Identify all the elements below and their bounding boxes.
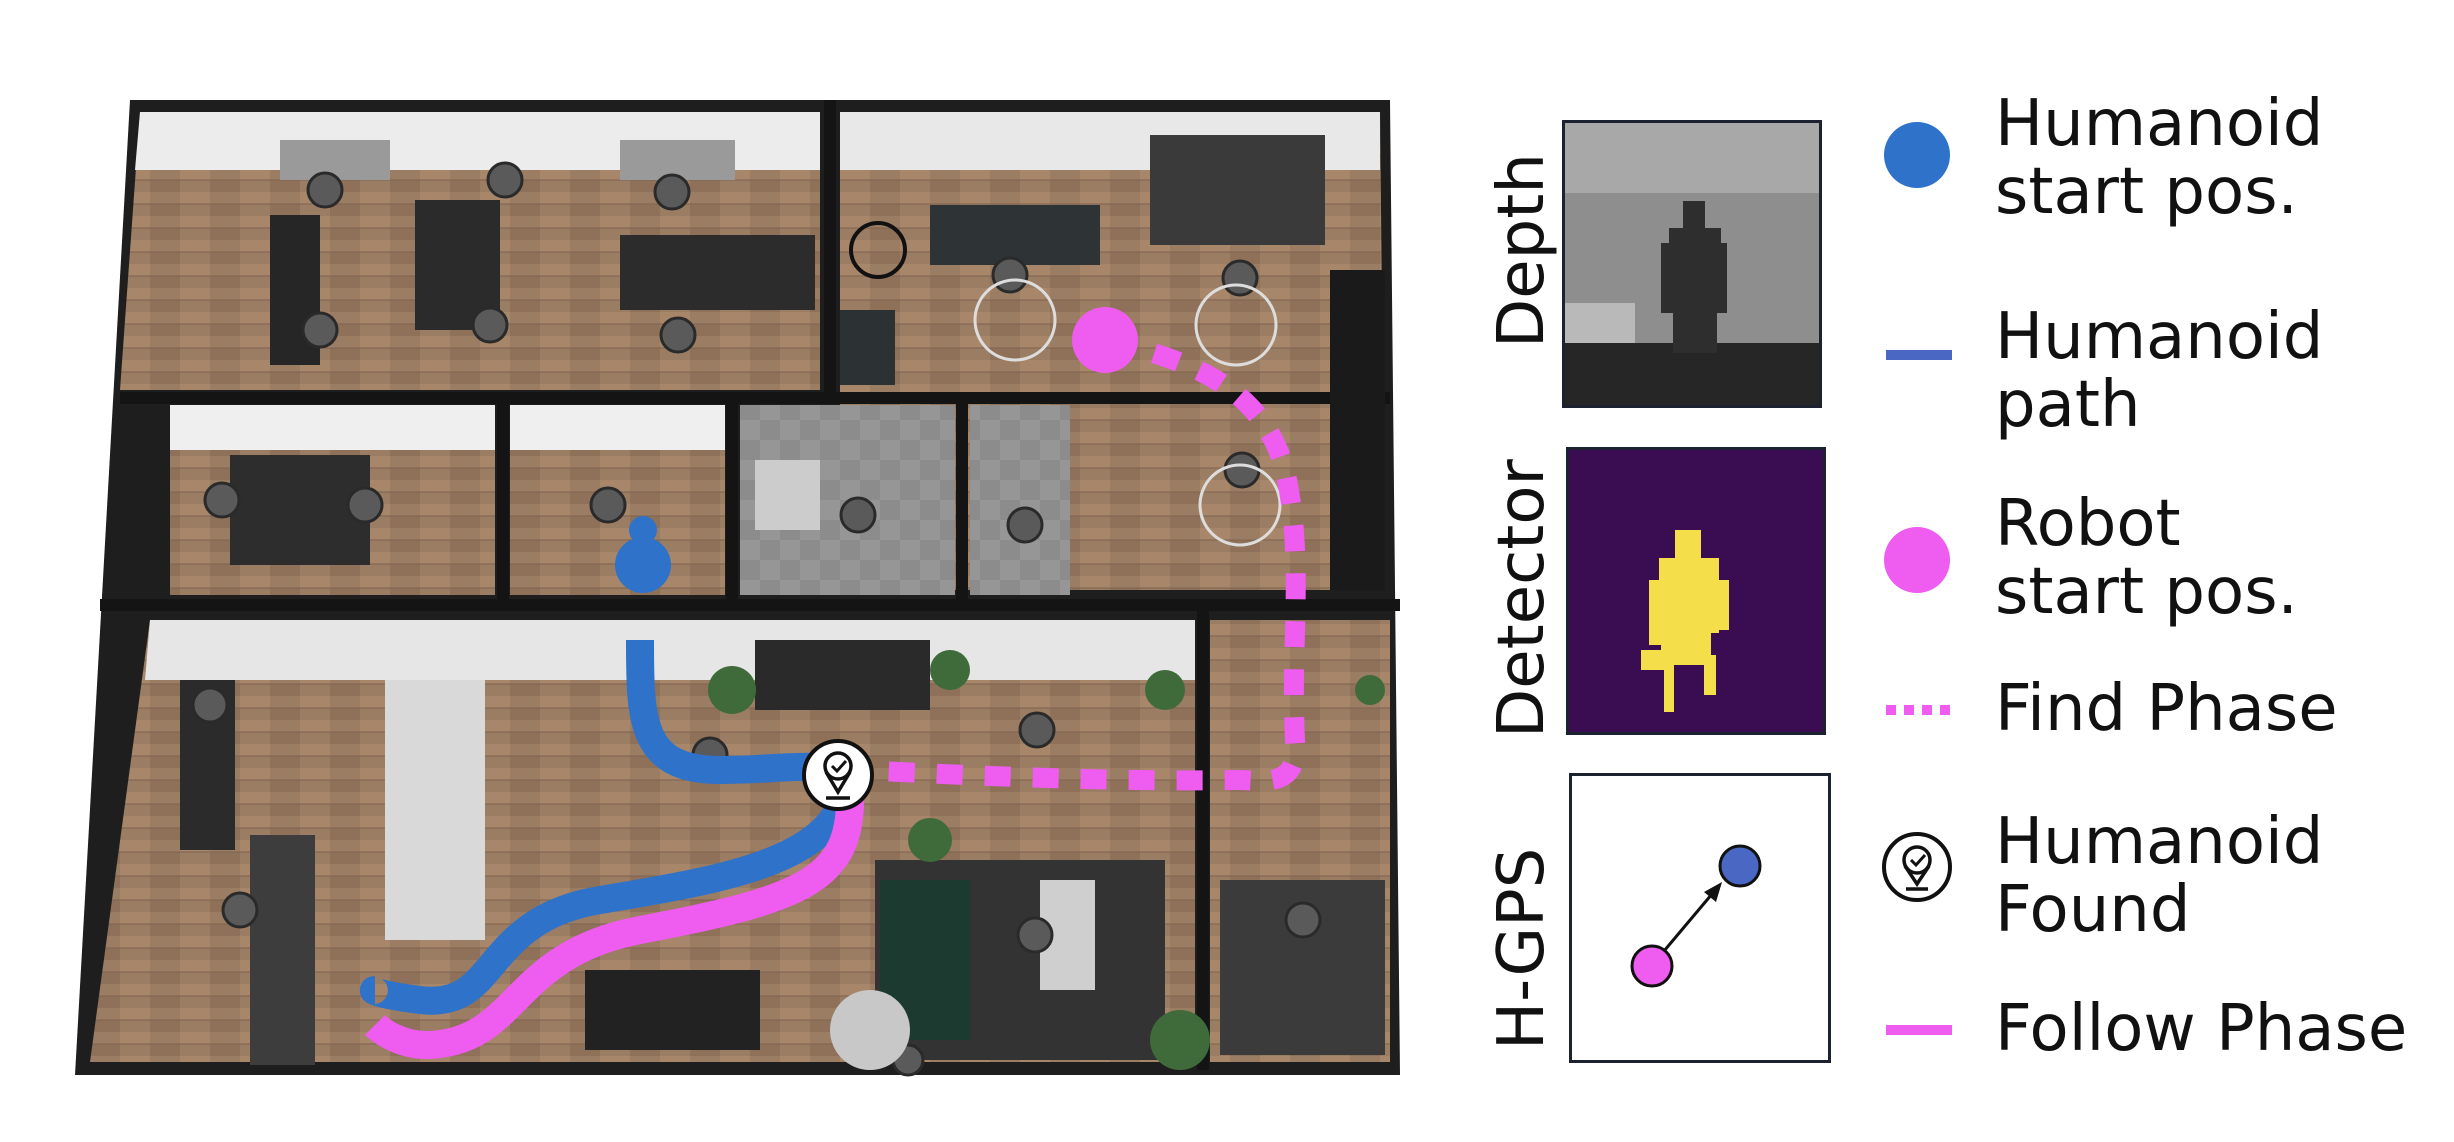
humanoid-found-marker [802,739,874,811]
legend-humanoid-found-line2: Found [1995,873,2191,947]
legend-find-phase: Find Phase [1995,675,2338,743]
detector-image [1566,447,1826,735]
floor-plan [75,100,1400,1077]
find-phase-path [859,330,1306,791]
legend-pink-line-icon [1886,1025,1952,1035]
plants [708,650,1385,1070]
depth-person-silhouette [1661,201,1727,353]
legend-robot-start: Robot start pos. [1995,490,2298,626]
hgps-robot-dot [1630,944,1674,988]
hgps-panel-label: H-GPS [1485,847,1559,1050]
legend-robot-start-line2: start pos. [1995,555,2298,629]
legend-follow-phase-line1: Follow Phase [1995,992,2408,1066]
hgps-image [1569,773,1831,1063]
legend-pink-dot-icon [1884,527,1950,593]
humanoid-figure [615,516,671,593]
waypoint-rings [973,278,1282,547]
hgps-arrow-head [1704,882,1722,902]
room-kitchen-wall [145,620,1195,680]
legend-robot-start-line1: Robot [1995,487,2181,561]
waypoint-discs [191,161,1322,1077]
detector-panel-label: Detector [1485,459,1559,738]
legend-humanoid-found: Humanoid Found [1995,808,2323,944]
humanoid-path [359,639,860,1015]
legend-humanoid-start-line1: Humanoid [1995,87,2324,161]
detector-mask [1641,530,1729,712]
depth-panel-label: Depth [1485,153,1559,348]
legend-blue-line-icon [1886,350,1952,360]
legend-humanoid-path-line2: path [1995,368,2141,442]
legend-pink-dotted-line-icon [1886,705,1952,715]
walls [100,100,1400,1070]
legend-humanoid-found-line1: Humanoid [1995,805,2324,879]
legend-find-phase-line1: Find Phase [1995,672,2338,746]
legend-follow-phase: Follow Phase [1995,995,2407,1063]
room-bath-2 [970,405,1070,595]
legend-humanoid-path-line1: Humanoid [1995,300,2324,374]
legend-blue-dot-icon [1884,122,1950,188]
depth-image [1562,120,1822,408]
legend-humanoid-path: Humanoid path [1995,303,2323,439]
legend-humanoid-start-line2: start pos. [1995,155,2298,229]
hgps-humanoid-dot [1718,844,1762,888]
furniture [180,135,1385,1065]
legend-humanoid-start: Humanoid start pos. [1995,90,2323,226]
location-check-icon [1882,832,1952,902]
follow-phase-path [365,799,864,1059]
room-office-wall [170,405,495,450]
robot-start-dot [1072,307,1138,373]
target-ring [849,221,907,279]
room-storage-wall [510,405,725,450]
